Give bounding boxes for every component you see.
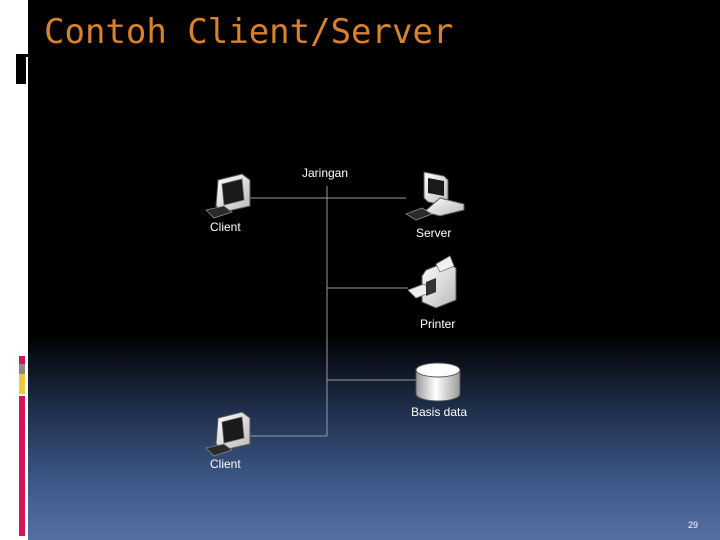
page-number: 29 (687, 520, 698, 530)
printer-icon (407, 255, 457, 309)
network-lines (250, 186, 416, 437)
accent-red-top (19, 356, 25, 364)
node-label-printer: Printer (420, 317, 455, 331)
deco-bar-top (16, 54, 26, 84)
slide-title: Contoh Client/Server (44, 12, 454, 52)
accent-gray (19, 364, 25, 374)
node-label-database: Basis data (411, 405, 467, 419)
computer-icon (205, 411, 251, 457)
computer-icon (205, 173, 251, 219)
node-label-server: Server (416, 226, 451, 240)
node-label-client-bottom: Client (210, 457, 241, 471)
network-label: Jaringan (302, 166, 348, 180)
server-icon (405, 171, 465, 221)
slide-background (28, 0, 720, 540)
database-icon (415, 362, 461, 402)
accent-red-long (19, 396, 25, 536)
deco-bar-top-thin (16, 54, 28, 57)
accent-yellow (19, 374, 25, 394)
node-label-client-top: Client (210, 220, 241, 234)
